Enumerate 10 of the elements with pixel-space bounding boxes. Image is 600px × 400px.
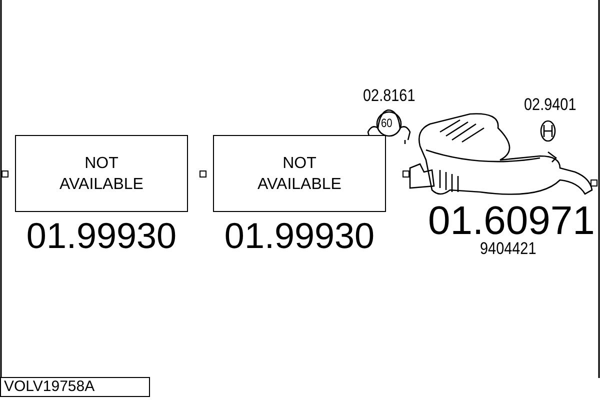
part-status: NOT AVAILABLE [256, 154, 342, 194]
diagram-code: VOLV19758A [0, 377, 150, 397]
part-number: 02.9401 [524, 95, 576, 115]
clamp-size: 60 [381, 116, 392, 130]
part-box [213, 135, 386, 212]
part-box [15, 135, 188, 212]
part-number: 01.99930 [223, 215, 376, 257]
part-status: NOT AVAILABLE [58, 154, 144, 194]
part-number: 02.8161 [363, 86, 416, 106]
part-number: 01.99930 [25, 215, 178, 257]
